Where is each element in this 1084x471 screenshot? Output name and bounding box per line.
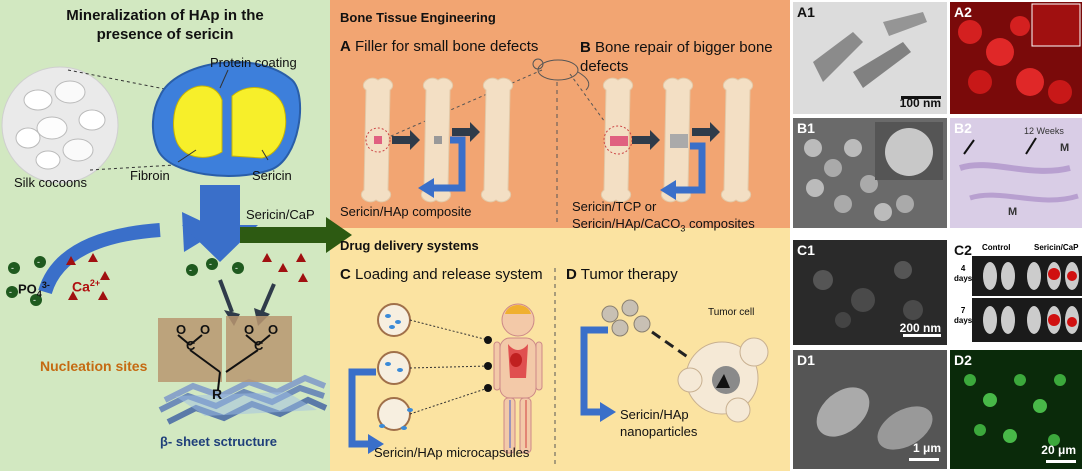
d1-tag: D1 bbox=[797, 352, 815, 368]
oxygen-label-2: O bbox=[200, 322, 211, 337]
nanoparticles bbox=[601, 299, 651, 337]
bone-tissue-header: Bone Tissue Engineering bbox=[340, 10, 496, 25]
c1-scale: 200 nm bbox=[899, 321, 941, 335]
micrograph-d2: D2 20 μm bbox=[950, 350, 1082, 469]
b2-tag: B2 bbox=[954, 120, 972, 136]
svg-text:-: - bbox=[33, 295, 36, 305]
mouse-figure bbox=[532, 58, 590, 91]
carbon-label-2: C bbox=[254, 338, 264, 353]
sericin-cap-label: Sericin/CaP bbox=[246, 207, 315, 222]
bone-repair-diagram bbox=[360, 58, 754, 225]
oxygen-label-3: O bbox=[244, 322, 255, 337]
section-d-title: D Tumor therapy bbox=[566, 266, 678, 283]
tumor-cell bbox=[677, 337, 769, 423]
micrograph-b1: B1 bbox=[793, 118, 947, 228]
nucleation-box-2 bbox=[226, 316, 292, 382]
carbon-label-1: C bbox=[186, 338, 196, 353]
c2-tag: C2 bbox=[954, 242, 972, 258]
c2-col-control: Control bbox=[982, 243, 1011, 252]
d1-scale: 1 μm bbox=[912, 441, 941, 455]
c1-tag: C1 bbox=[797, 242, 815, 258]
section-a-caption: Sericin/HAp composite bbox=[340, 204, 472, 219]
a2-tag: A2 bbox=[954, 4, 972, 20]
svg-text:-: - bbox=[11, 263, 14, 273]
section-c-caption: Sericin/HAp microcapsules bbox=[374, 445, 530, 460]
b1-tag: B1 bbox=[797, 120, 815, 136]
r-group-label: R bbox=[212, 386, 223, 402]
nucleation-sites-label: Nucleation sites bbox=[40, 358, 148, 374]
beta-sheet-structure bbox=[158, 374, 328, 425]
micrograph-b2: B2 12 Weeks M M bbox=[950, 118, 1082, 228]
oxygen-label-4: O bbox=[268, 322, 279, 337]
micrograph-a2: A2 bbox=[950, 2, 1082, 114]
svg-text:-: - bbox=[37, 257, 40, 267]
drug-delivery-diagram bbox=[348, 268, 769, 468]
drug-delivery-header: Drug delivery systems bbox=[340, 238, 479, 253]
microcapsules bbox=[377, 303, 413, 431]
silk-cocoons-image bbox=[1, 66, 119, 184]
svg-text:-: - bbox=[235, 263, 238, 273]
phosphate-ions: - - - - bbox=[6, 256, 46, 306]
mineralization-diagram: - - - - - - - bbox=[1, 61, 328, 425]
micrograph-a1: A1 100 nm bbox=[793, 2, 947, 114]
b2-note: 12 Weeks bbox=[1024, 126, 1064, 136]
tumor-cell-label: Tumor cell bbox=[708, 307, 755, 318]
phosphate-label: PO43- bbox=[18, 280, 50, 299]
bone-tissue-panel bbox=[330, 0, 790, 228]
b2-m2: M bbox=[1008, 206, 1018, 218]
calcium-ions bbox=[66, 253, 110, 300]
b2-m1: M bbox=[1060, 142, 1070, 154]
beta-sheet-label: β- sheet sctructure bbox=[160, 434, 278, 449]
human-body-figure bbox=[493, 303, 543, 454]
d2-scale: 20 μm bbox=[1041, 443, 1076, 457]
a1-tag: A1 bbox=[797, 4, 815, 20]
calcium-label: Ca2+ bbox=[72, 278, 101, 295]
a1-scale: 100 nm bbox=[899, 96, 941, 110]
micrograph-d1: D1 1 μm bbox=[793, 350, 947, 469]
svg-text:-: - bbox=[9, 287, 12, 297]
mineralization-title: Mineralization of HAp in the presence of… bbox=[66, 7, 264, 43]
sericin-cap-arrow bbox=[240, 217, 352, 253]
d2-tag: D2 bbox=[954, 352, 972, 368]
svg-text:-: - bbox=[209, 259, 212, 269]
section-c-title: C Loading and release system bbox=[340, 266, 543, 283]
ions-near-sites: - - - bbox=[186, 253, 308, 282]
oxygen-label-1: O bbox=[176, 322, 187, 337]
sericin-label: Sericin bbox=[252, 168, 292, 183]
svg-text:-: - bbox=[189, 265, 192, 275]
section-a-title: A Filler for small bone defects bbox=[340, 38, 539, 55]
c2-col-treated: Sericin/CaP bbox=[1034, 243, 1079, 252]
fibroin-label: Fibroin bbox=[130, 168, 170, 183]
micrograph-c1: C1 200 nm bbox=[793, 240, 947, 345]
silk-cocoons-label: Silk cocoons bbox=[14, 175, 87, 190]
protein-coating-label: Protein coating bbox=[210, 55, 297, 70]
silk-fiber-cross-section bbox=[152, 61, 302, 177]
